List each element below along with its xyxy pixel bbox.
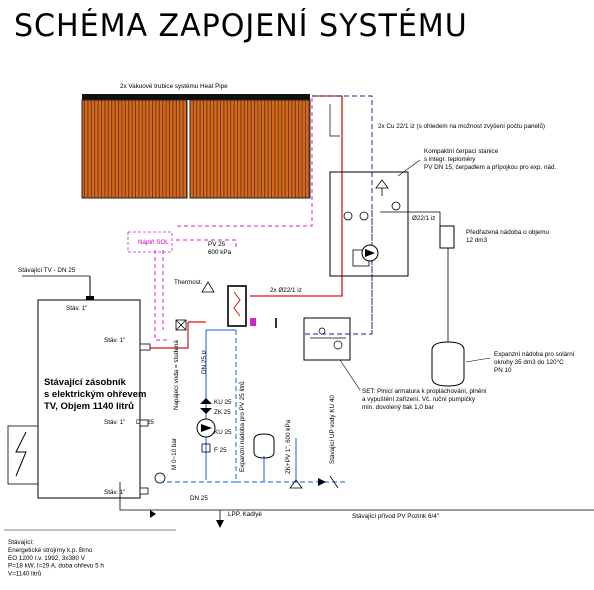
fill-connection-icon	[250, 318, 256, 326]
f25-label: F 25	[214, 447, 227, 454]
boiler-hot-nozzle	[139, 343, 151, 351]
station-pump-arrow	[365, 249, 375, 257]
dhw-expansion-vessel	[253, 433, 275, 459]
collector-header-right	[190, 94, 310, 100]
hot-flow-to-exchanger	[250, 168, 343, 297]
fill-liquid-label: Náplň SOL	[138, 239, 169, 246]
fill-liquid-branch	[176, 239, 237, 250]
supply-cold-label: Napájecí voda = studená	[173, 340, 180, 410]
expansion-vessel	[431, 341, 465, 387]
hot-tank-inlet	[150, 322, 189, 349]
station-thermometer-2-icon	[359, 211, 369, 221]
filter-icon	[201, 443, 211, 453]
set-box	[303, 317, 351, 361]
heater-element	[7, 425, 39, 485]
pipe-22-label: Ø22/1 iz	[412, 215, 435, 222]
dn25-iz-vertical-label: DN 25 iz	[201, 350, 208, 374]
zkpv-label: ZK+PV 1", 600 kPa	[285, 419, 292, 474]
fill-to-boiler	[154, 250, 168, 341]
mixing-valve-icon	[175, 319, 187, 331]
existing-inlet-label: Stávající přívod PV Pozink 6/4"	[352, 513, 439, 520]
zk25-label: ZK 25	[214, 409, 231, 416]
pump-station	[329, 171, 409, 277]
ku25-lower-label: KU 25	[214, 429, 232, 436]
pre-vessel	[439, 225, 455, 249]
stav-lower-label: Stáv. 1"	[104, 419, 125, 426]
pipe-2x22-label: 2x Ø22/1 iz	[270, 287, 302, 294]
drain-valve-icon	[150, 510, 156, 518]
stav-bottom-label: Stáv. 1"	[104, 489, 125, 496]
page-title: SCHÉMA ZAPOJENÍ SYSTÉMU	[14, 8, 468, 44]
cu-pipe-leader	[329, 104, 340, 137]
ku25-label: KU 25	[214, 399, 232, 406]
zk25-valve-icon	[200, 408, 212, 414]
stav-middle-label: Stáv. 1"	[104, 337, 125, 344]
station-box	[329, 171, 409, 277]
solar-circuit-lines	[4, 95, 594, 531]
dn25-bottom-label: DN 25	[190, 495, 208, 502]
exchanger-body	[227, 285, 247, 327]
dhw-pump-arrow	[201, 424, 212, 432]
existing-up-label: Stávající UP vody KU 40	[329, 395, 336, 464]
boiler-bottom-nozzle	[139, 487, 149, 495]
station-manometer-icon	[391, 201, 401, 211]
thermostat-label: Thermost.	[174, 279, 203, 286]
station-thermometer-1-icon	[343, 211, 353, 221]
fill-sol-box	[127, 231, 173, 253]
safety-valve-bottom-icon	[289, 479, 303, 489]
manometer-icon	[154, 472, 166, 484]
specs-block: Stávající:Energetické strojírny k.p. Brn…	[8, 539, 104, 578]
lower-equipment: DN 25 iz Napájecí voda = studená KU 25 Z…	[150, 340, 439, 528]
cu-pipe-label: 2x Cu 22/1 iz (s ohledem na možnost zvýš…	[378, 122, 545, 130]
collector-panel-right	[189, 99, 311, 199]
safety-valve-top-icon	[201, 281, 215, 293]
fill-liquid-line	[176, 98, 313, 227]
existing-inlet-line	[119, 482, 594, 511]
hot-flow-line	[312, 95, 343, 168]
set-label: SET: Plnící armatura k propláchování, pl…	[362, 388, 487, 411]
station-to-prevessel	[380, 211, 441, 226]
solar-collectors: 2x Vakuové trubice systému Heat Pipe	[81, 83, 311, 199]
exchanger-coil	[233, 291, 241, 317]
set-fill-unit: SET: Plnící armatura k propláchování, pl…	[303, 317, 487, 411]
electric-heater-icon	[15, 431, 27, 477]
existing-valve-icon	[318, 478, 326, 486]
collector-panel-left	[81, 99, 188, 199]
existing-tv-label: Stávající TV - DN 25	[18, 267, 76, 274]
ku25-valve-icon	[200, 398, 212, 404]
collectors-label: 2x Vakuové trubice systému Heat Pipe	[120, 83, 228, 90]
station-valve-icon	[375, 179, 389, 189]
lpp-label: LPP, Kadlyé	[228, 511, 262, 518]
manometer-label: M 0~10 bar	[171, 438, 178, 470]
boiler-top-nozzle	[86, 296, 94, 300]
lpp-arrow-icon	[216, 520, 224, 528]
exp-pv25-label: Expanzní nádoba pro PV 25 litrů	[238, 381, 246, 472]
boiler-lower-nozzle	[139, 419, 149, 427]
stav-top-label: Stáv. 1"	[66, 305, 87, 312]
